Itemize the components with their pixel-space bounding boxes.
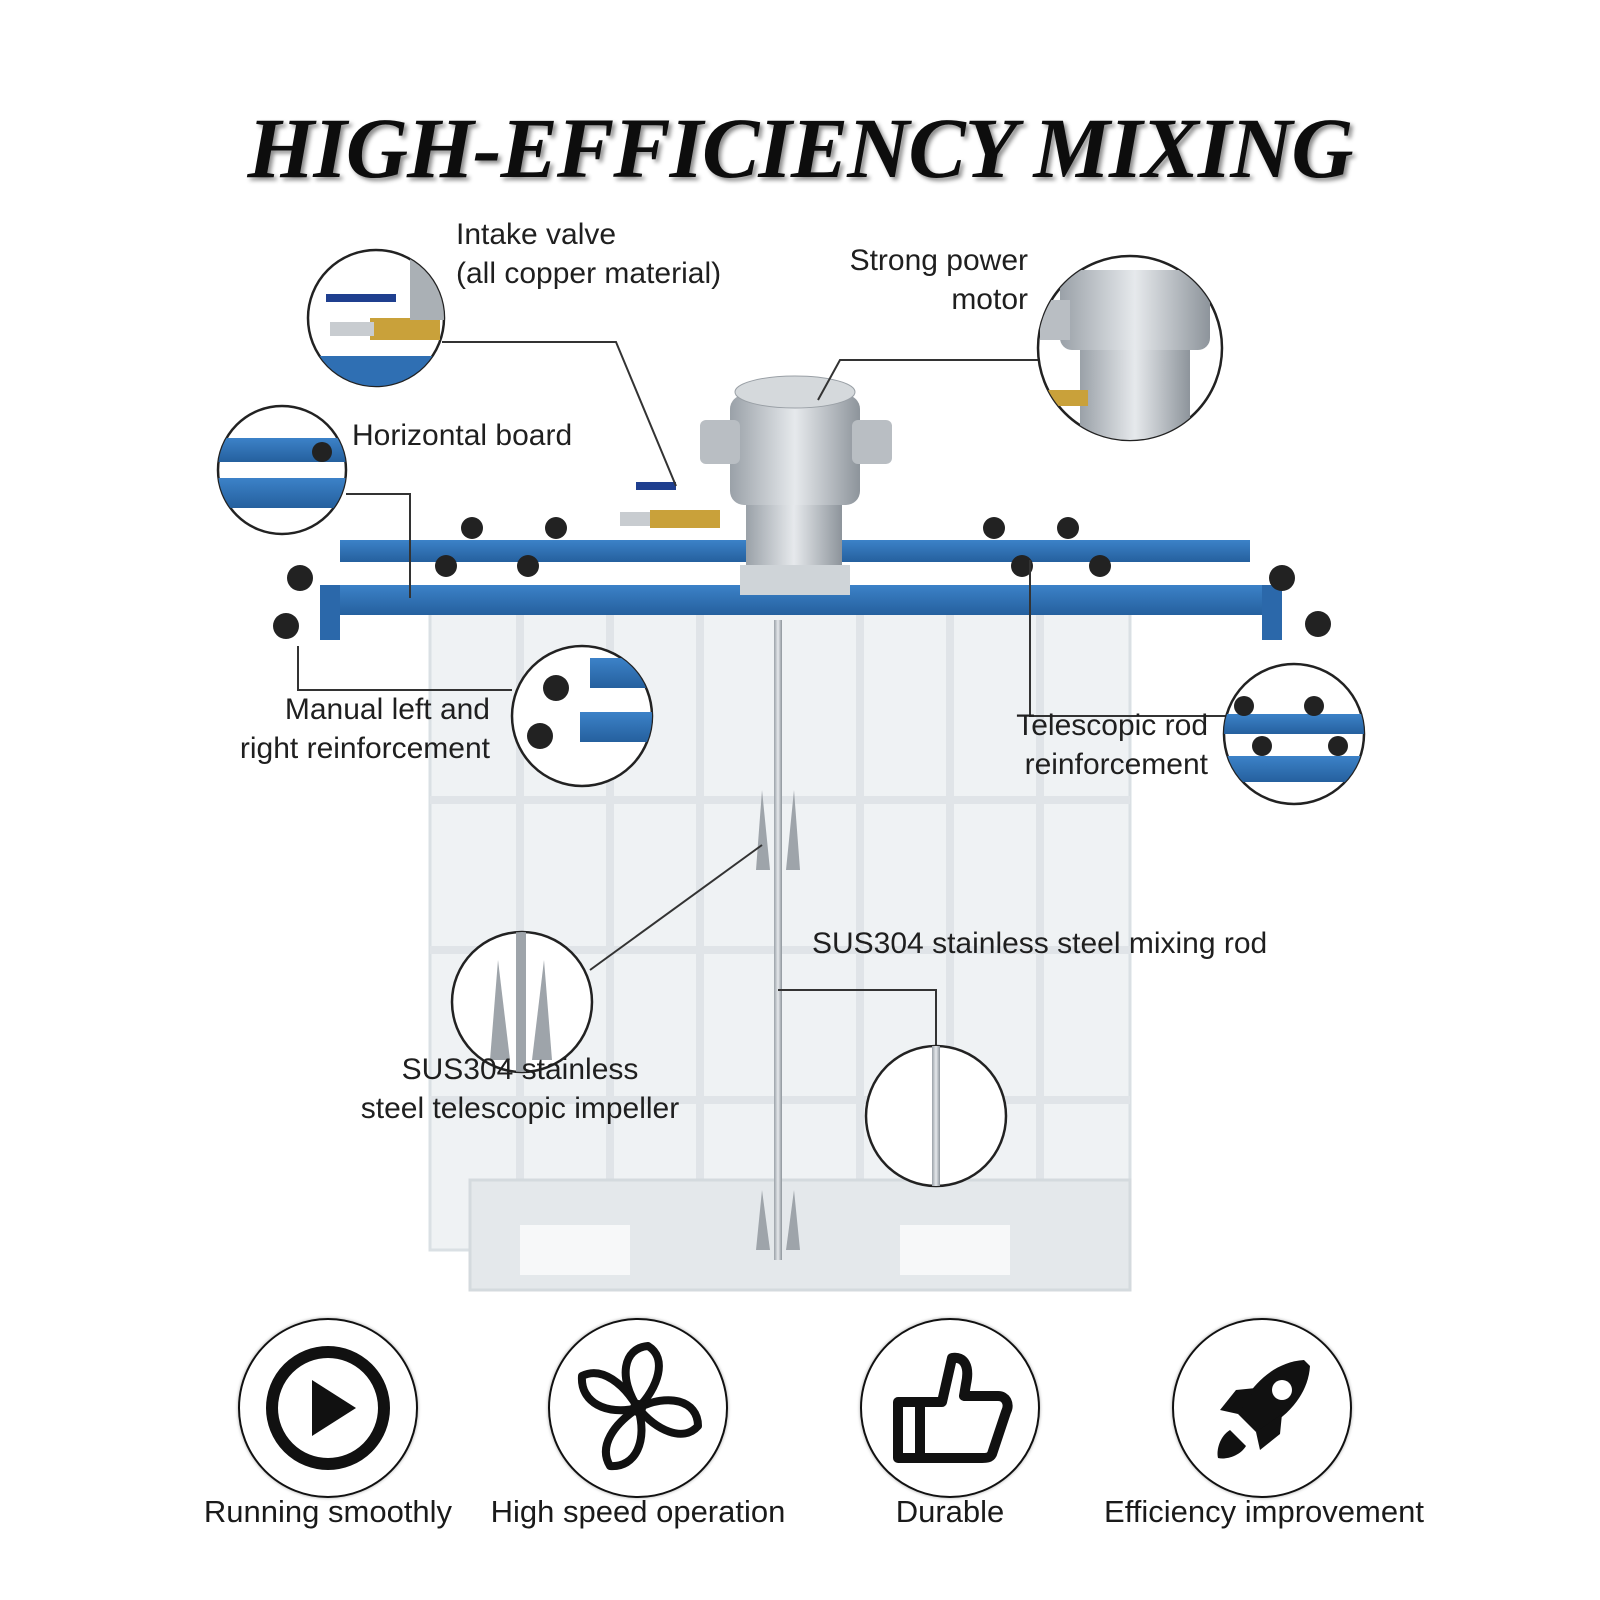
callout-manual-reinforcement-circle [510,644,654,788]
feature-durable [860,1318,1040,1498]
feature-label-high-speed: High speed operation [490,1494,786,1529]
motor [620,375,892,595]
feature-label-durable: Durable [895,1494,1005,1529]
feature-label-running: Running smoothly [203,1494,453,1529]
callout-horizontal-board-circle [216,404,348,536]
mixing-rod-label: SUS304 stainless steel mixing rod [812,927,1268,960]
callout-impeller-circle [450,930,594,1074]
feature-high-speed [548,1318,728,1498]
thumbs-up-icon [893,1352,1013,1463]
leader-lines [297,341,1230,1076]
callout-mixing-rod-circle [864,1044,1008,1188]
rocket-icon [1217,1360,1310,1459]
page-title: HIGH-EFFICIENCY MIXING [247,100,1353,196]
play-icon [266,1346,390,1470]
feature-running-smoothly [238,1318,418,1498]
callout-telescopic-rod-circle [1222,662,1366,806]
feature-efficiency [1172,1318,1352,1498]
horizontal-board-label: Horizontal board [352,419,573,452]
fan-icon [577,1342,702,1471]
callout-motor-circle [1036,254,1224,442]
callout-intake-valve-circle [306,248,446,388]
mixing-rod [756,620,800,1260]
intake-valve-label: Intake valve(all copper material) [456,218,722,290]
feature-label-efficiency: Efficiency improvement [1104,1494,1424,1529]
